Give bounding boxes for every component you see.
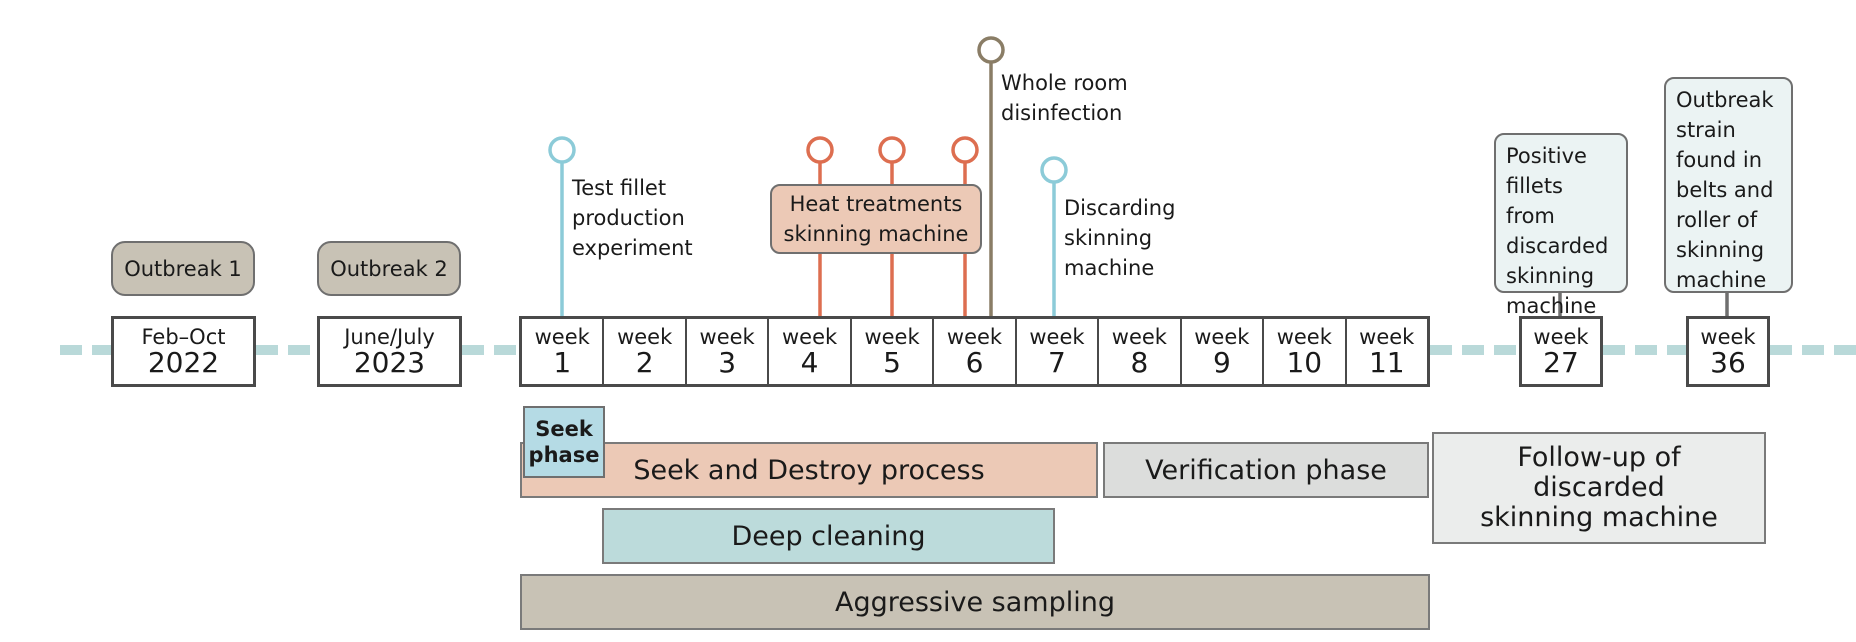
seek-phase-box: Seek phase	[523, 406, 605, 478]
deep-cleaning-label: Deep cleaning	[731, 520, 926, 552]
follow-up-label: Follow-up of discarded skinning machine	[1480, 442, 1718, 533]
week-number: 4	[800, 345, 819, 379]
heat-marker-week5-icon	[878, 136, 906, 164]
timeline-dash-2	[462, 345, 520, 355]
whole-room-label: Whole room disinfection	[1001, 71, 1128, 125]
week-36-box: week 36	[1686, 316, 1770, 387]
period-year: 2022	[147, 345, 220, 379]
week-27-box: week 27	[1519, 316, 1603, 387]
week-word: week	[1533, 324, 1589, 349]
verification-phase-bar: Verification phase	[1103, 442, 1429, 498]
week-number: 6	[965, 345, 984, 379]
period-months: June/July	[344, 324, 435, 349]
week-number: 10	[1286, 345, 1323, 379]
follow-up-bar: Follow-up of discarded skinning machine	[1432, 432, 1766, 544]
week-word: week	[1359, 324, 1415, 349]
week-word: week	[1194, 324, 1250, 349]
week-word: week	[781, 324, 838, 349]
timeline-dash-4	[1603, 345, 1687, 355]
week-word: week	[1029, 324, 1085, 349]
verification-phase-label: Verification phase	[1145, 454, 1387, 486]
week-number: 5	[883, 345, 901, 379]
week-number: 2	[635, 345, 654, 379]
outbreak-2-period: June/July 2023	[317, 316, 462, 387]
timeline-dash-right	[1770, 345, 1856, 355]
week-number: 11	[1368, 345, 1405, 379]
week-36-note: Outbreak strain found in belts and rolle…	[1664, 77, 1793, 293]
week-number: 1	[553, 345, 572, 379]
timeline-dash-left	[60, 345, 112, 355]
test-fillet-label: Test fillet production experiment	[572, 176, 693, 260]
week-27-note: Positive fillets from discarded skinning…	[1494, 133, 1628, 318]
discarding-marker-icon	[1040, 156, 1068, 184]
outbreak-2-label: Outbreak 2	[317, 241, 461, 296]
week-number: 8	[1130, 345, 1149, 379]
aggressive-sampling-label: Aggressive sampling	[835, 586, 1115, 618]
aggressive-sampling-bar: Aggressive sampling	[520, 574, 1430, 630]
discarding-label: Discarding skinning machine	[1064, 196, 1176, 280]
outbreak-1-period: Feb–Oct 2022	[111, 316, 256, 387]
week-word: week	[1700, 324, 1756, 349]
week-number: 36	[1710, 345, 1746, 379]
week-number: 3	[718, 345, 737, 379]
week-word: week	[617, 324, 673, 349]
seek-and-destroy-bar: Seek and Destroy process	[520, 442, 1098, 498]
seek-and-destroy-label: Seek and Destroy process	[633, 454, 985, 486]
week-word: week	[1111, 324, 1167, 349]
week-number: 9	[1212, 345, 1231, 379]
heat-treatments-label: Heat treatments skinning machine	[770, 184, 982, 254]
whole-room-marker-icon	[977, 36, 1005, 64]
outbreak-1-label: Outbreak 1	[111, 241, 255, 296]
week-word: week	[1276, 324, 1332, 349]
heat-marker-week6-icon	[951, 136, 979, 164]
week-number: 7	[1048, 345, 1066, 379]
deep-cleaning-bar: Deep cleaning	[602, 508, 1055, 564]
week-number: 27	[1543, 345, 1579, 379]
week-word: week	[699, 324, 755, 349]
week-word: week	[534, 324, 590, 349]
period-months: Feb–Oct	[141, 324, 226, 349]
test-fillet-marker-icon	[548, 136, 576, 164]
week-word: week	[864, 324, 920, 349]
timeline-dash-1	[256, 345, 318, 355]
period-year: 2023	[353, 345, 426, 379]
timeline-dash-3	[1430, 345, 1520, 355]
heat-marker-week4-icon	[806, 136, 834, 164]
week-word: week	[946, 324, 1003, 349]
